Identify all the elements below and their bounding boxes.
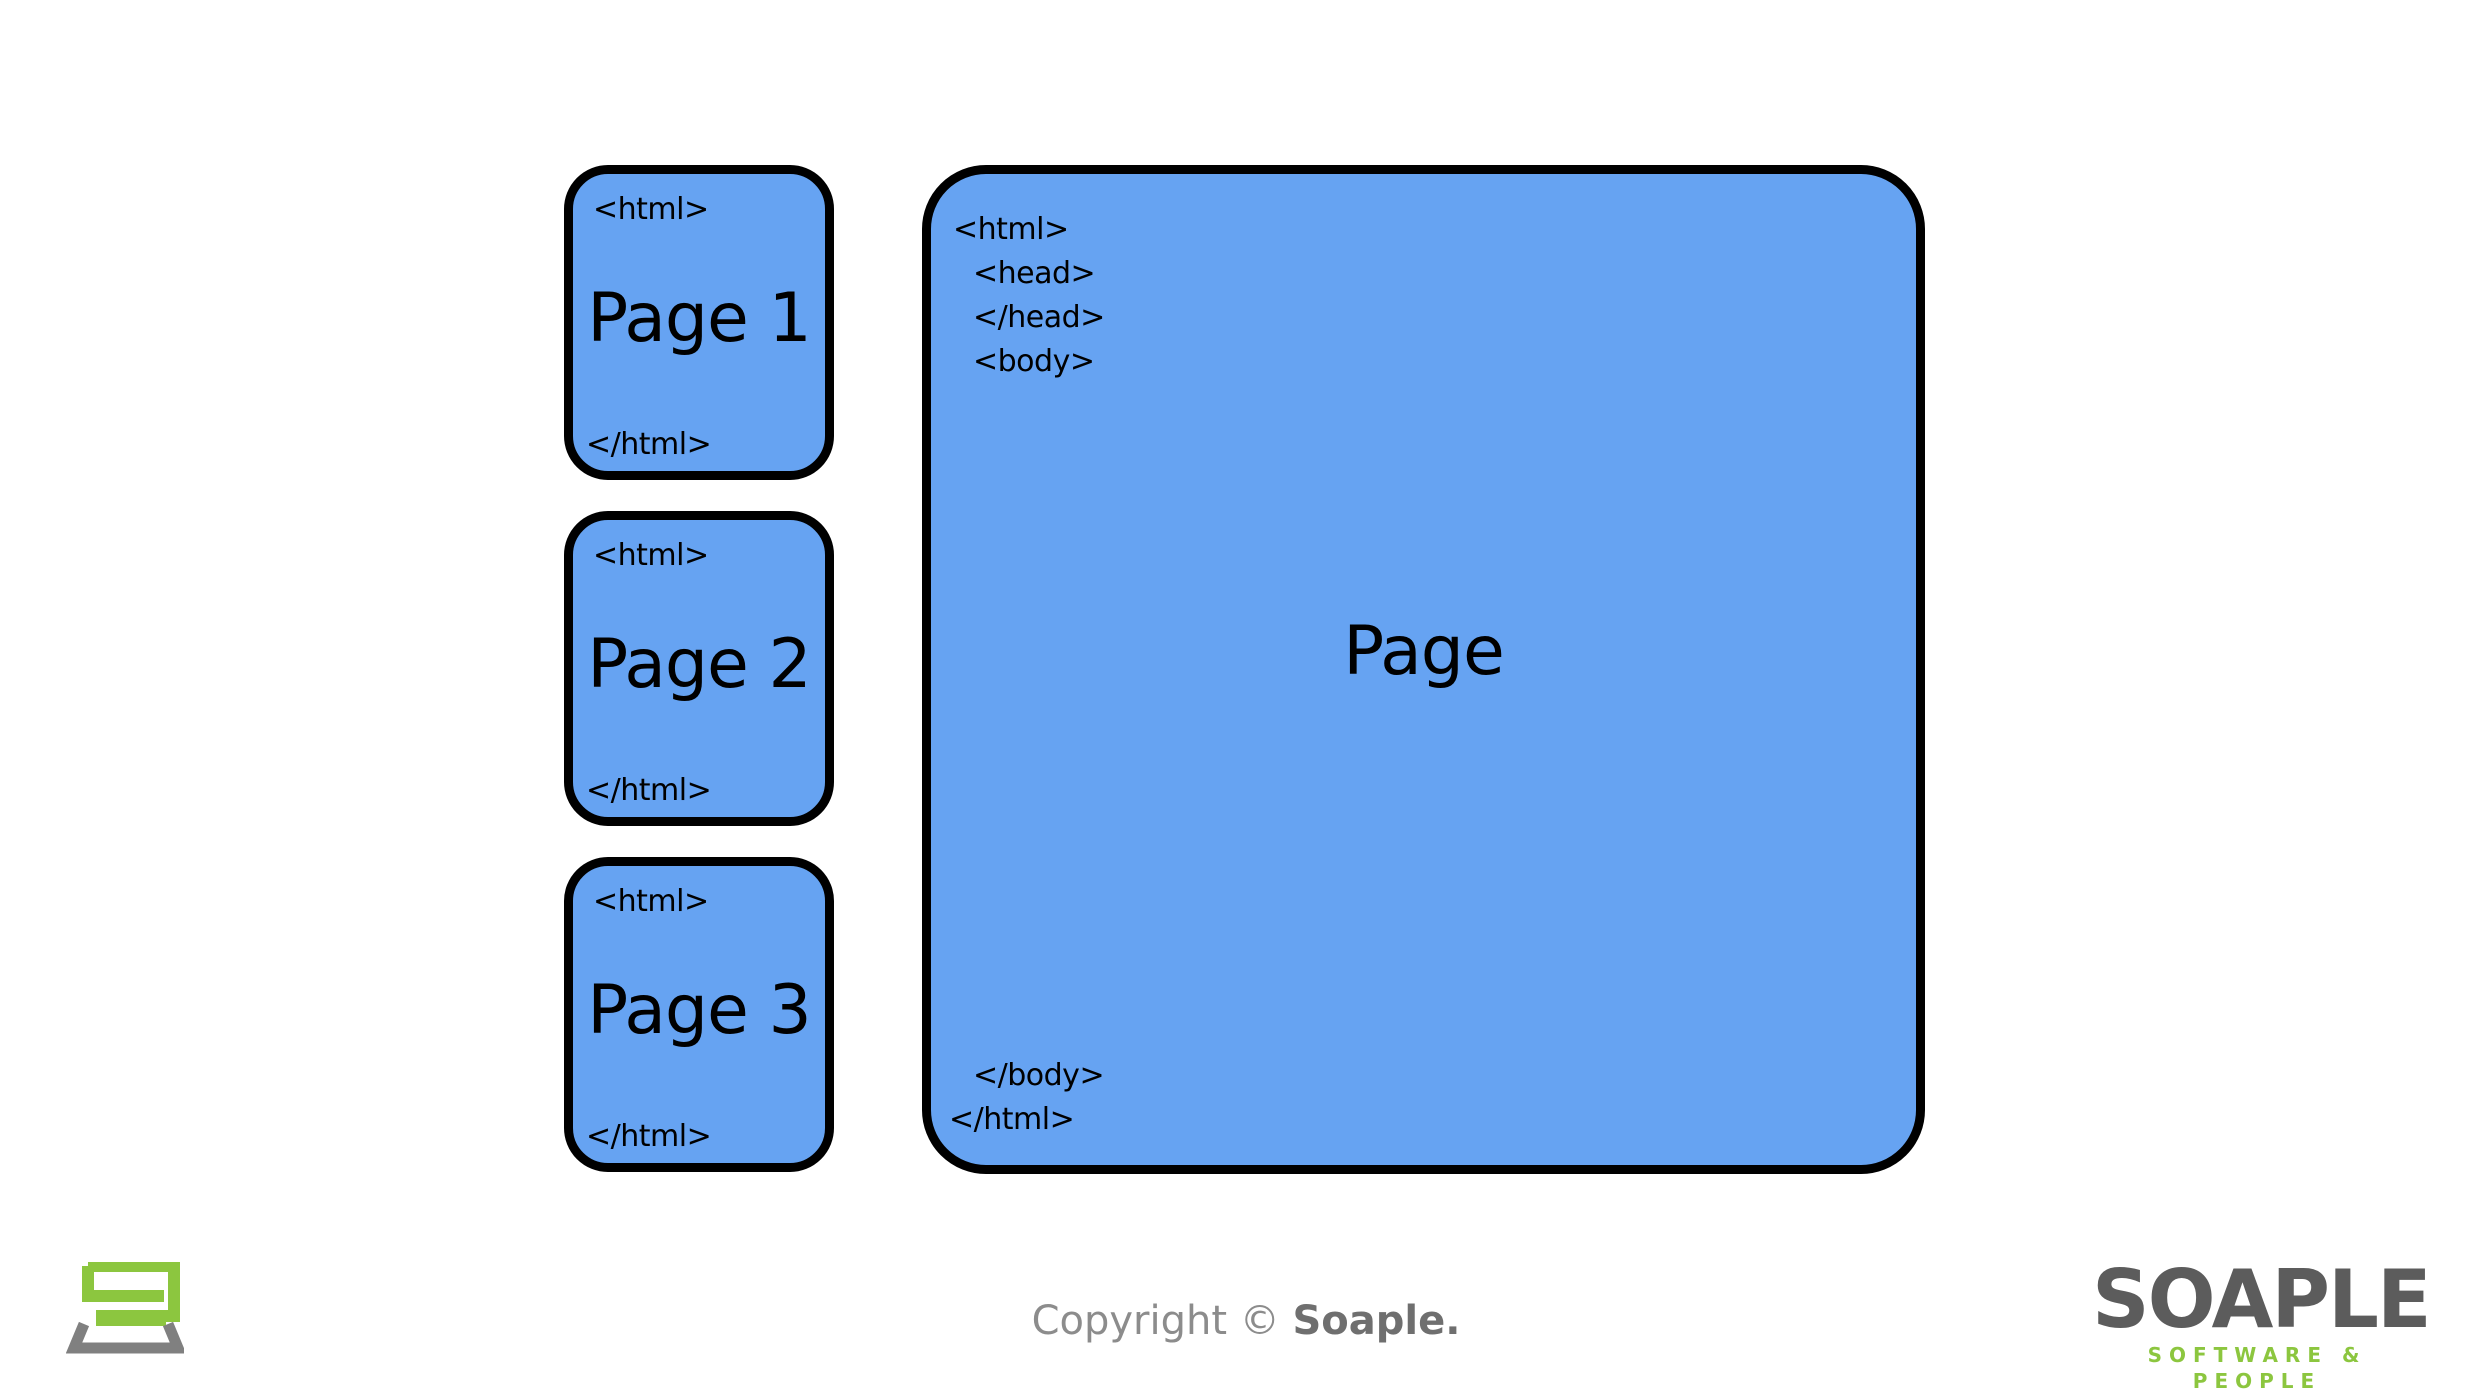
body-open-tag: <body>	[973, 344, 1095, 379]
html-close-tag: </html>	[586, 427, 712, 462]
head-close-tag: </head>	[973, 300, 1105, 335]
html-open-tag: <html>	[593, 192, 709, 227]
page-title: Page	[1343, 612, 1505, 691]
soaple-wordmark: SOAPLE SOFTWARE & PEOPLE	[2092, 1253, 2432, 1394]
page-1-title: Page 1	[587, 279, 812, 358]
copyright-text: Copyright © Soaple.	[0, 1298, 2492, 1344]
head-open-tag: <head>	[973, 256, 1096, 291]
brand-tagline: SOFTWARE & PEOPLE	[2147, 1343, 2367, 1393]
brand-name: SOAPLE	[2092, 1253, 2432, 1346]
page-2-card: <html> Page 2 </html>	[564, 511, 834, 826]
copyright-prefix: Copyright ©	[1031, 1298, 1293, 1344]
page-3-card: <html> Page 3 </html>	[564, 857, 834, 1172]
body-close-tag: </body>	[973, 1058, 1105, 1093]
html-close-tag: </html>	[586, 773, 712, 808]
page-2-title: Page 2	[587, 625, 812, 704]
html-open-tag: <html>	[593, 884, 709, 919]
page-card: <html> <head> </head> <body> Page </body…	[922, 165, 1925, 1174]
copyright-brand: Soaple.	[1292, 1298, 1461, 1344]
html-open-tag: <html>	[593, 538, 709, 573]
page-1-card: <html> Page 1 </html>	[564, 165, 834, 480]
html-close-tag: </html>	[949, 1102, 1075, 1137]
html-open-tag: <html>	[953, 212, 1069, 247]
page-3-title: Page 3	[587, 971, 812, 1050]
html-close-tag: </html>	[586, 1119, 712, 1154]
soaple-s-logo-icon	[66, 1262, 184, 1354]
